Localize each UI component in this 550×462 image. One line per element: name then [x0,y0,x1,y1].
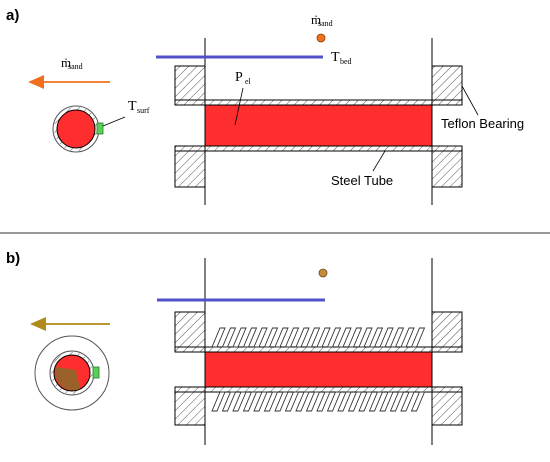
fin [347,391,363,412]
fin [211,327,226,348]
fin [274,391,289,412]
p-el-leader [234,87,244,126]
fin [253,391,268,412]
panel-b: b) [6,250,463,445]
thermocouple-b [92,366,100,379]
panel-b-label: b) [6,250,20,267]
fin [263,327,279,348]
fin-row-bottom [211,391,426,412]
teflon-bearing-bottom-left [174,150,206,188]
sand-particle-b [318,268,328,278]
fin [410,391,426,412]
fin [253,327,268,348]
panel-a-label: a) [6,7,19,24]
bearing-b-bottom-left [174,391,206,426]
fin [263,391,279,412]
sand-flow-arrowhead [28,75,44,89]
sand-flow-arrowhead-b [30,317,46,331]
teflon-bearing-label: Teflon Bearing [441,116,524,131]
t-bed-symbol: T [331,50,340,65]
fin [379,391,394,412]
fin [347,327,363,348]
fin [337,327,352,348]
electric-heater [204,104,433,147]
steel-tube-top-wall [174,99,463,106]
fin [389,327,405,348]
fin [242,391,258,412]
fin [337,391,352,412]
fin [368,327,384,348]
mdot-sand-left-symbol: ṁ [61,55,71,70]
bearing-b-top-right [431,311,463,348]
fin [305,391,321,412]
teflon-bearing-leader [461,85,479,116]
fin [358,391,373,412]
fin-row-top [211,327,426,348]
fin [326,327,342,348]
teflon-bearing-bottom-right [431,150,463,188]
fin [410,327,426,348]
sand-particle [316,33,326,43]
fin [295,327,310,348]
fin [305,327,321,348]
fin [358,327,373,348]
bearing-b-top-left [174,311,206,348]
steel-tube-leader [372,150,386,172]
teflon-bearing-top-right [431,65,463,101]
fin [316,327,331,348]
fin [221,391,237,412]
bearing-b-bottom-right [431,391,463,426]
thermocouple [96,122,104,135]
fin [284,391,300,412]
steel-tube-label: Steel Tube [331,173,393,188]
tube-b-bottom-wall [174,386,463,393]
fin [368,391,384,412]
fin [400,327,415,348]
mdot-sand-top-symbol: ṁ [311,12,321,27]
mdot-sand-top-sub: sand [318,19,333,28]
fin [211,391,226,412]
fin [232,327,247,348]
t-bed-sub: bed [340,57,352,66]
fin [326,391,342,412]
fin [400,391,415,412]
p-el-sub: el [245,77,252,86]
mdot-sand-left-sub: sand [68,62,83,71]
teflon-bearing-top-left [174,65,206,101]
t-surf-symbol: T [128,99,137,114]
fin [232,391,247,412]
electric-heater-b [204,351,433,388]
fin [242,327,258,348]
tube-b-top-wall [174,346,463,353]
fin [389,391,405,412]
fin [284,327,300,348]
t-surf-sub: surf [137,106,150,115]
p-el-symbol: P [235,70,243,85]
t-surf-leader [102,116,126,127]
fin [221,327,237,348]
fin [316,391,331,412]
fin [274,327,289,348]
fin [295,391,310,412]
fin [379,327,394,348]
panel-a: a) ṁ sand T bed P el Teflon Bearing Stee… [6,7,524,205]
cross-section-heater [56,109,96,149]
sand-overlay-b [55,367,80,391]
steel-tube-bottom-wall [174,145,463,152]
